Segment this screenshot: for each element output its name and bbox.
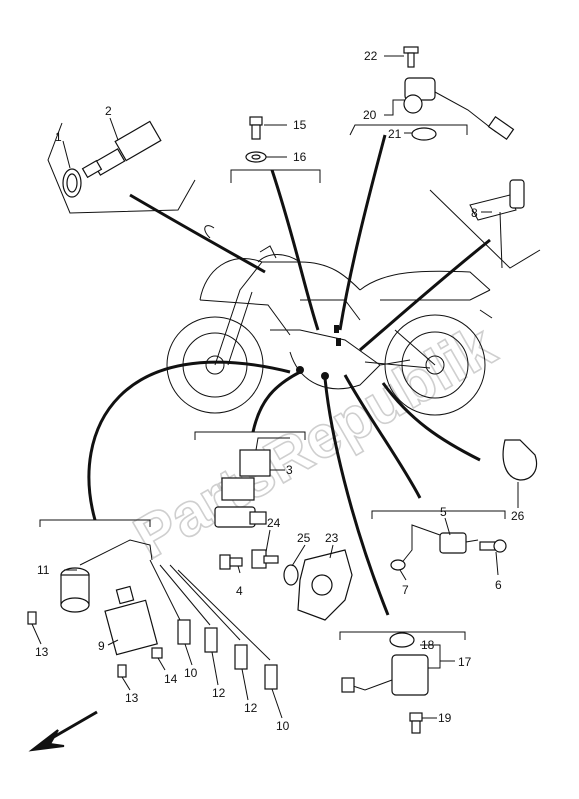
callout-25: 25 xyxy=(297,531,311,545)
part-25-washer xyxy=(283,564,299,586)
part-7-terminal xyxy=(390,559,406,571)
callout-21: 21 xyxy=(388,127,402,141)
part-5-sensor xyxy=(399,524,479,566)
callout-13-b: 13 xyxy=(125,691,139,705)
callout-16: 16 xyxy=(293,150,307,164)
part-11-coil xyxy=(60,539,153,613)
part-9-ignition-coil xyxy=(104,585,158,656)
callout-9: 9 xyxy=(98,639,105,653)
part-16-washer xyxy=(245,151,267,163)
callout-1: 1 xyxy=(55,130,62,144)
callout-4: 4 xyxy=(236,584,243,598)
callout-8: 8 xyxy=(471,206,478,220)
callout-19: 19 xyxy=(438,711,452,725)
callout-leaders xyxy=(31,55,519,719)
callout-24: 24 xyxy=(267,516,281,530)
part-3-bracket xyxy=(214,506,267,528)
callout-12-a: 12 xyxy=(212,686,226,700)
callout-23: 23 xyxy=(325,531,339,545)
callout-17: 17 xyxy=(458,655,472,669)
group-brackets xyxy=(39,122,541,640)
callout-10-a: 10 xyxy=(184,666,198,680)
callout-13-a: 13 xyxy=(35,645,49,659)
callout-26: 26 xyxy=(511,509,525,523)
part-10-12-plug-caps xyxy=(149,559,278,690)
callout-2: 2 xyxy=(105,104,112,118)
part-21-o-ring xyxy=(411,127,437,141)
callout-22: 22 xyxy=(364,49,378,63)
callout-15: 15 xyxy=(293,118,307,132)
callout-5: 5 xyxy=(440,505,447,519)
part-24-bolt xyxy=(251,549,279,569)
part-22-screw xyxy=(403,46,419,68)
callout-14: 14 xyxy=(164,672,178,686)
part-17-sensor xyxy=(341,654,429,696)
part-1-gasket xyxy=(62,168,82,198)
callout-20: 20 xyxy=(363,108,377,122)
callout-11: 11 xyxy=(37,563,50,577)
callout-labels: 1 2 3 4 5 6 7 8 9 10 10 11 12 12 13 13 1… xyxy=(35,49,525,733)
callout-12-b: 12 xyxy=(244,701,258,715)
callout-18: 18 xyxy=(421,638,435,652)
part-3-sensor xyxy=(221,437,290,501)
callout-7: 7 xyxy=(402,583,409,597)
motorcycle-illustration xyxy=(166,225,493,416)
part-23-rotor xyxy=(297,549,353,621)
direction-arrow-icon xyxy=(28,710,98,752)
part-15-bolt xyxy=(249,116,263,140)
part-4-bolt xyxy=(219,554,243,570)
callout-10-b: 10 xyxy=(276,719,290,733)
part-14-nut xyxy=(151,647,163,659)
callout-3: 3 xyxy=(286,463,293,477)
part-2-sensor xyxy=(81,120,162,179)
part-26-clip xyxy=(502,439,538,481)
part-19-bolt xyxy=(409,712,423,734)
part-8-switch xyxy=(469,179,525,269)
part-18-o-ring xyxy=(389,632,415,648)
part-20-sensor xyxy=(403,77,515,141)
callout-6: 6 xyxy=(495,578,502,592)
part-6-bolt xyxy=(479,539,507,553)
